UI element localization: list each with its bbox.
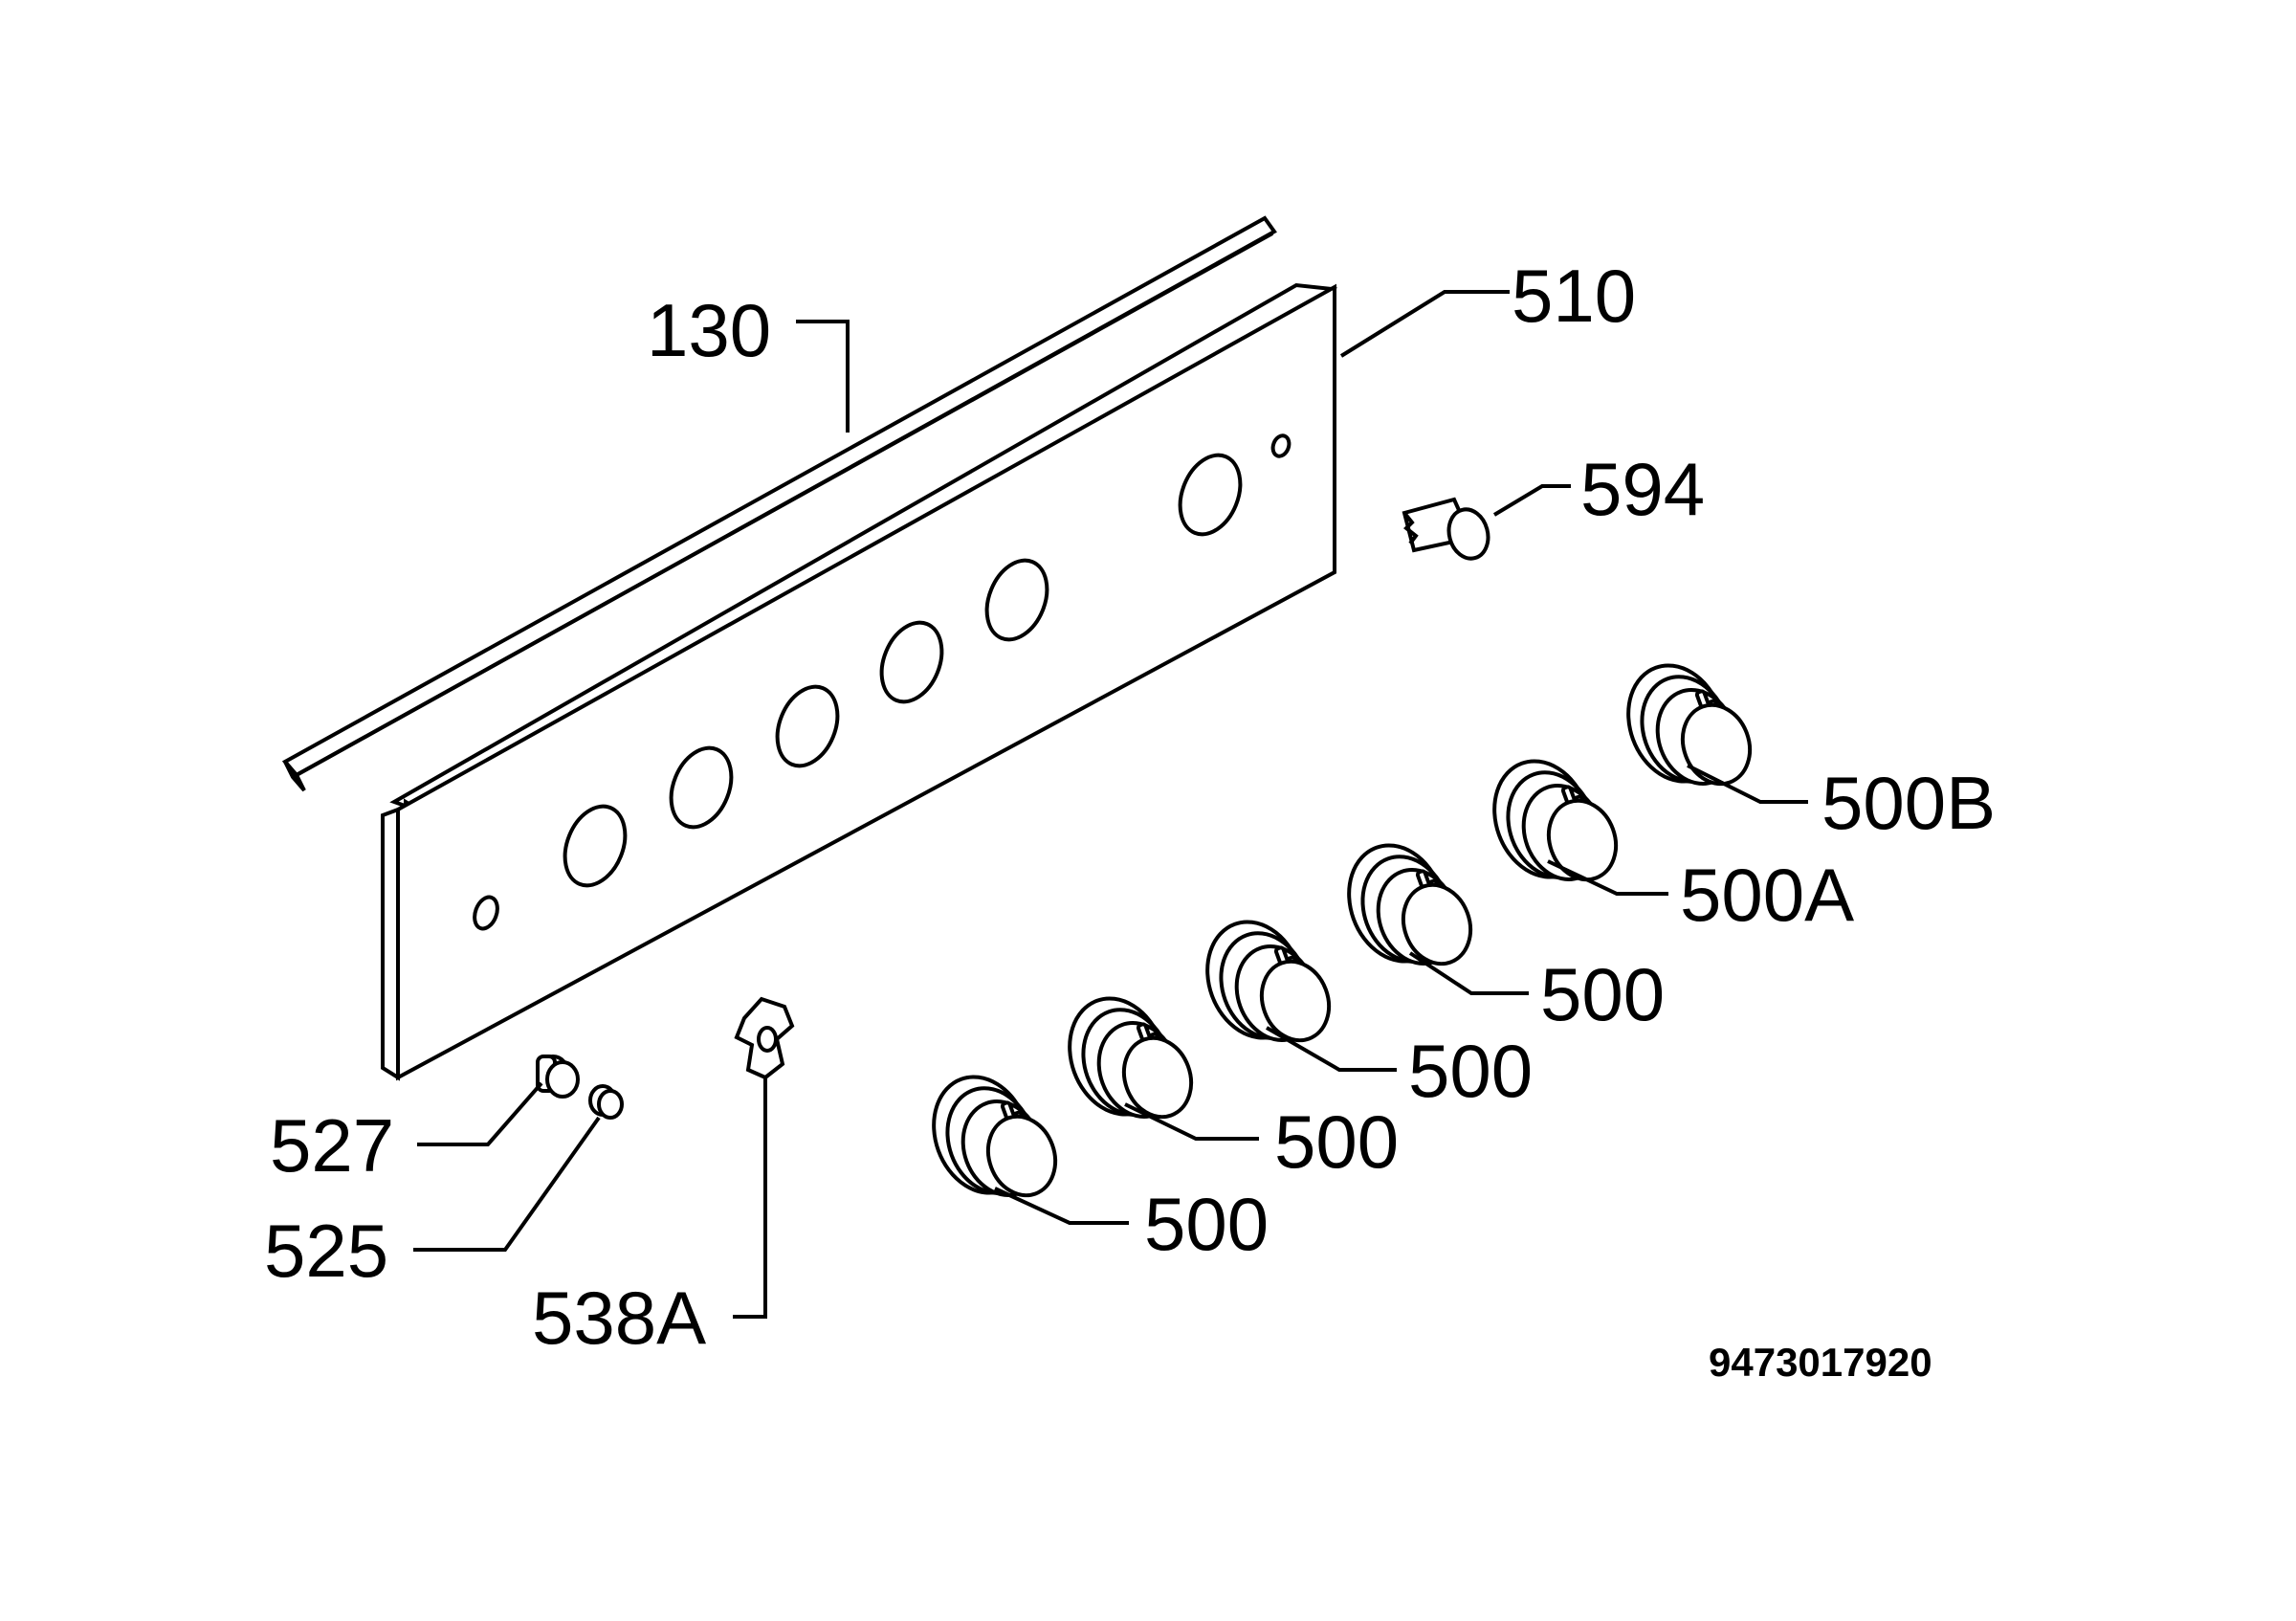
knob-5 bbox=[1492, 759, 1619, 882]
knob-hole bbox=[669, 745, 734, 830]
callout-130: 130 bbox=[647, 288, 771, 372]
knob-6 bbox=[1626, 663, 1753, 787]
knob-1 bbox=[932, 1075, 1058, 1198]
knob-hole bbox=[775, 684, 840, 768]
callout-538A: 538A bbox=[532, 1276, 706, 1360]
callout-500A-text: 500A bbox=[1680, 853, 1854, 937]
control-panel-510 bbox=[381, 282, 1338, 1081]
callout-500-2: 500 bbox=[1408, 1029, 1533, 1113]
indicator-plug-594 bbox=[1402, 497, 1490, 561]
callout-500B: 500B bbox=[1821, 761, 1996, 845]
knob-3 bbox=[1205, 920, 1332, 1043]
callout-527: 527 bbox=[270, 1103, 394, 1188]
callout-525: 525 bbox=[264, 1209, 388, 1293]
callout-500A: 500A bbox=[1680, 853, 1854, 937]
control-knobs bbox=[932, 663, 1753, 1198]
callout-500-4: 500 bbox=[1144, 1182, 1269, 1266]
callout-500B-text: 500B bbox=[1821, 761, 1996, 845]
knob-2 bbox=[1068, 996, 1194, 1120]
leader-lines bbox=[413, 290, 1808, 1319]
knob-hole bbox=[984, 558, 1049, 642]
knob-4 bbox=[1347, 843, 1473, 966]
knob-hole bbox=[879, 620, 944, 704]
knob-hole bbox=[563, 804, 628, 888]
callout-500-3: 500 bbox=[1274, 1099, 1399, 1184]
screw-hole bbox=[473, 895, 499, 931]
clip-washer-538A bbox=[734, 996, 795, 1080]
spacer-525 bbox=[588, 1084, 624, 1120]
callout-510: 510 bbox=[1512, 254, 1636, 338]
trim-strip-130 bbox=[281, 215, 1277, 792]
screw-hole bbox=[1270, 433, 1292, 458]
document-code: 9473017920 bbox=[1709, 1340, 1932, 1385]
knob-hole bbox=[1178, 453, 1243, 537]
callout-500-1: 500 bbox=[1540, 952, 1665, 1036]
callout-594: 594 bbox=[1580, 447, 1705, 531]
bushing-527 bbox=[536, 1055, 580, 1099]
